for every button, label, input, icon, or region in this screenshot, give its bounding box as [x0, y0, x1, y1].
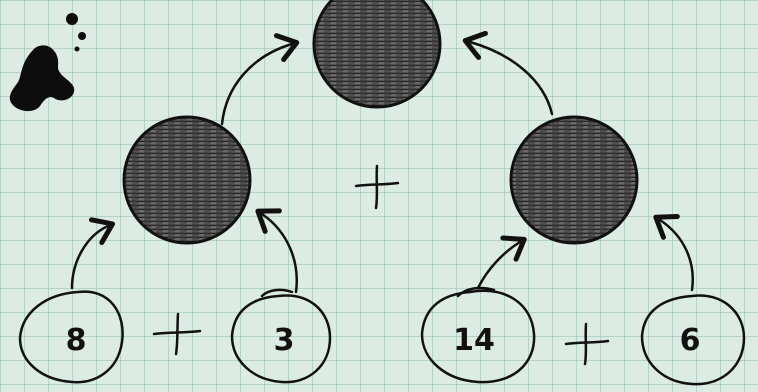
input-circle-3: 14 [420, 286, 536, 384]
plus-sign-right [564, 322, 610, 366]
result-circle-top [312, 0, 442, 109]
input-value: 3 [274, 323, 295, 358]
plus-sign-left: + [152, 312, 202, 356]
input-circle-4: 6 [640, 294, 746, 386]
arrow-icon [70, 30, 694, 294]
input-value: 8 [66, 323, 87, 358]
result-circle-right [509, 115, 639, 245]
plus-sign-center [354, 164, 400, 210]
result-circle-left [122, 115, 252, 245]
ink-blot-icon [9, 13, 86, 112]
input-value: 6 [680, 323, 701, 358]
input-value: 14 [453, 323, 495, 358]
input-circle-2: 3 [230, 288, 332, 384]
input-circle-1: 8 [18, 290, 124, 384]
